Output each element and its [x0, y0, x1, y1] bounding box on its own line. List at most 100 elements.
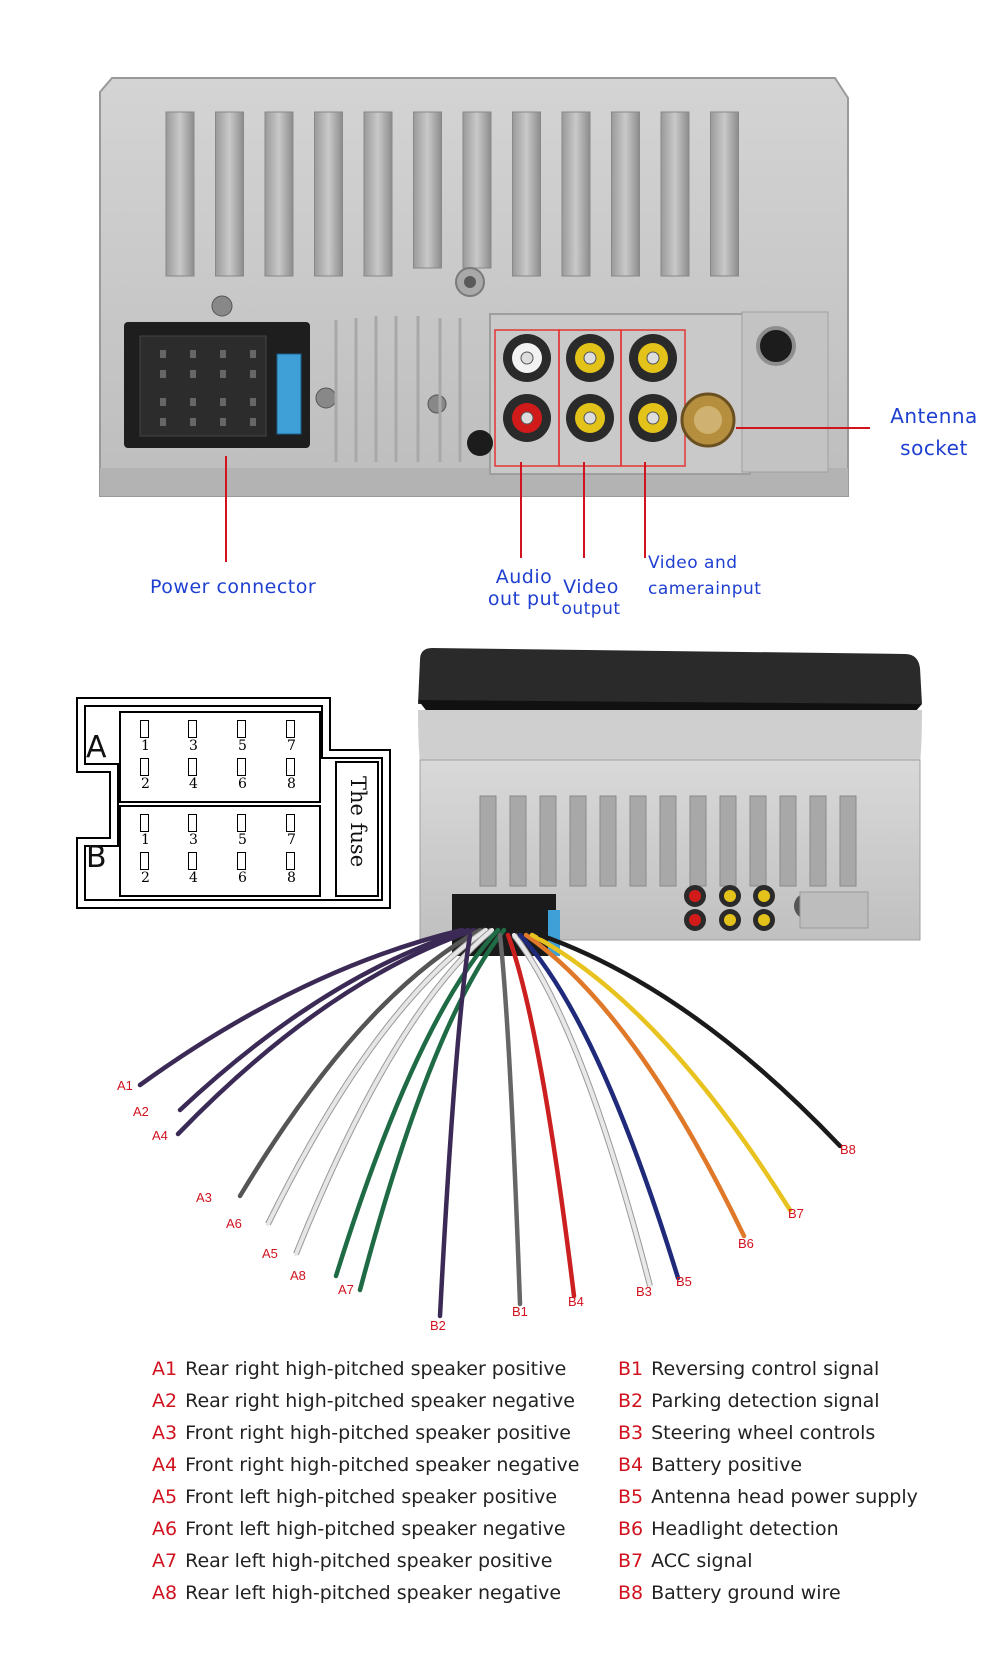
wire-label-a8: A8: [290, 1268, 306, 1283]
wire-label-b6: B6: [738, 1236, 754, 1251]
wire-label-a5: A5: [262, 1246, 278, 1261]
legend-item-b7: B7 ACC signal: [618, 1550, 753, 1572]
legend-item-b8: B8 Battery ground wire: [618, 1582, 841, 1604]
pin-number: 7: [287, 738, 296, 754]
pin-number: 1: [141, 738, 150, 754]
pin-number: 5: [238, 738, 247, 754]
pin-number: 3: [189, 832, 198, 848]
wire-label-b5: B5: [676, 1274, 692, 1289]
legend-text: Parking detection signal: [651, 1390, 880, 1412]
legend-text: Battery positive: [651, 1454, 803, 1476]
wire-label-b3: B3: [636, 1284, 652, 1299]
pin-contact: [140, 814, 149, 832]
legend-text: Antenna head power supply: [651, 1486, 918, 1508]
legend-code: B3: [618, 1422, 644, 1444]
legend-code: A7: [152, 1550, 178, 1572]
label-antenna-2: socket: [900, 436, 968, 460]
label-power-connector: Power connector: [150, 576, 317, 598]
pin-diagram-outline: [76, 697, 391, 909]
fin: [363, 111, 393, 277]
pin-group-a-letter: A: [86, 730, 107, 765]
legend-text: Front left high-pitched speaker positive: [185, 1486, 558, 1508]
gps-socket-icon: [756, 326, 796, 366]
legend-text: Rear left high-pitched speaker negative: [185, 1582, 562, 1604]
legend-text: Front right high-pitched speaker positiv…: [185, 1422, 571, 1444]
label-video-in-1: Video and: [648, 553, 738, 573]
legend-item-a3: A3 Front right high-pitched speaker posit…: [152, 1422, 571, 1444]
label-audio-out-1: Audio: [495, 566, 553, 588]
fin: [314, 111, 343, 277]
legend-text: Rear right high-pitched speaker positive: [185, 1358, 567, 1380]
rca-jacks: [503, 334, 677, 442]
wire: [505, 932, 577, 1299]
label-video-in-2: camerainput: [648, 579, 762, 599]
mic-jack-icon: [467, 430, 493, 456]
fin: [264, 111, 294, 277]
wire-label-b2: B2: [430, 1318, 446, 1333]
pin-number: 4: [189, 870, 198, 886]
wire: [529, 932, 793, 1213]
wire-label-b4: B4: [568, 1294, 584, 1309]
wire-label-b7: B7: [788, 1206, 804, 1221]
radio-with-harness: [137, 648, 922, 1319]
wire-label-b1: B1: [512, 1304, 528, 1319]
label-video-in: Video and camerainput: [648, 550, 761, 602]
pin-contact: [237, 758, 246, 776]
fin: [561, 111, 591, 277]
pin-number: 5: [238, 832, 247, 848]
legend-text: ACC signal: [651, 1550, 753, 1572]
legend-item-b4: B4 Battery positive: [618, 1454, 802, 1476]
pin-contact: [140, 852, 149, 870]
legend-text: Headlight detection: [651, 1518, 839, 1540]
label-video-out-1: Video: [563, 576, 619, 598]
wire: [437, 932, 473, 1319]
pin-number: 2: [141, 870, 150, 886]
pin-number: 3: [189, 738, 198, 754]
wire-harness: [137, 927, 843, 1319]
wire-label-a7: A7: [338, 1282, 354, 1297]
legend-text: Reversing control signal: [651, 1358, 880, 1380]
legend-code: B4: [618, 1454, 644, 1476]
pin-number: 4: [189, 776, 198, 792]
legend-code: A6: [152, 1518, 178, 1540]
radio-rear-view: [99, 77, 870, 562]
fuse-icon: [276, 353, 302, 435]
label-antenna: Antenna socket: [884, 400, 984, 464]
wire: [237, 927, 483, 1199]
legend-code: A3: [152, 1422, 178, 1444]
wire-label-a3: A3: [196, 1190, 212, 1205]
legend-code: B8: [618, 1582, 644, 1604]
legend-code: B1: [618, 1358, 644, 1380]
pin-contact: [188, 720, 197, 738]
legend-code: B6: [618, 1518, 644, 1540]
wire: [537, 932, 843, 1149]
wire-label-a2: A2: [133, 1104, 149, 1119]
pin-number: 7: [287, 832, 296, 848]
wire: [497, 932, 523, 1307]
wire: [266, 928, 488, 1226]
wire: [512, 933, 652, 1288]
legend-item-a8: A8 Rear left high-pitched speaker negativ…: [152, 1582, 561, 1604]
legend-text: Front right high-pitched speaker negativ…: [185, 1454, 580, 1476]
pin-group-b-letter: B: [86, 840, 107, 875]
wire-label-b8: B8: [840, 1142, 856, 1157]
pin-number: 1: [141, 832, 150, 848]
legend-code: A8: [152, 1582, 178, 1604]
fin: [512, 111, 541, 277]
legend-code: B7: [618, 1550, 644, 1572]
legend-text: Steering wheel controls: [651, 1422, 876, 1444]
legend-text: Battery ground wire: [651, 1582, 841, 1604]
legend-code: A2: [152, 1390, 178, 1412]
pin-contact: [286, 852, 295, 870]
legend-item-b1: B1 Reversing control signal: [618, 1358, 879, 1380]
fin: [165, 111, 195, 277]
wire-label-a4: A4: [152, 1128, 168, 1143]
pin-contact: [188, 814, 197, 832]
